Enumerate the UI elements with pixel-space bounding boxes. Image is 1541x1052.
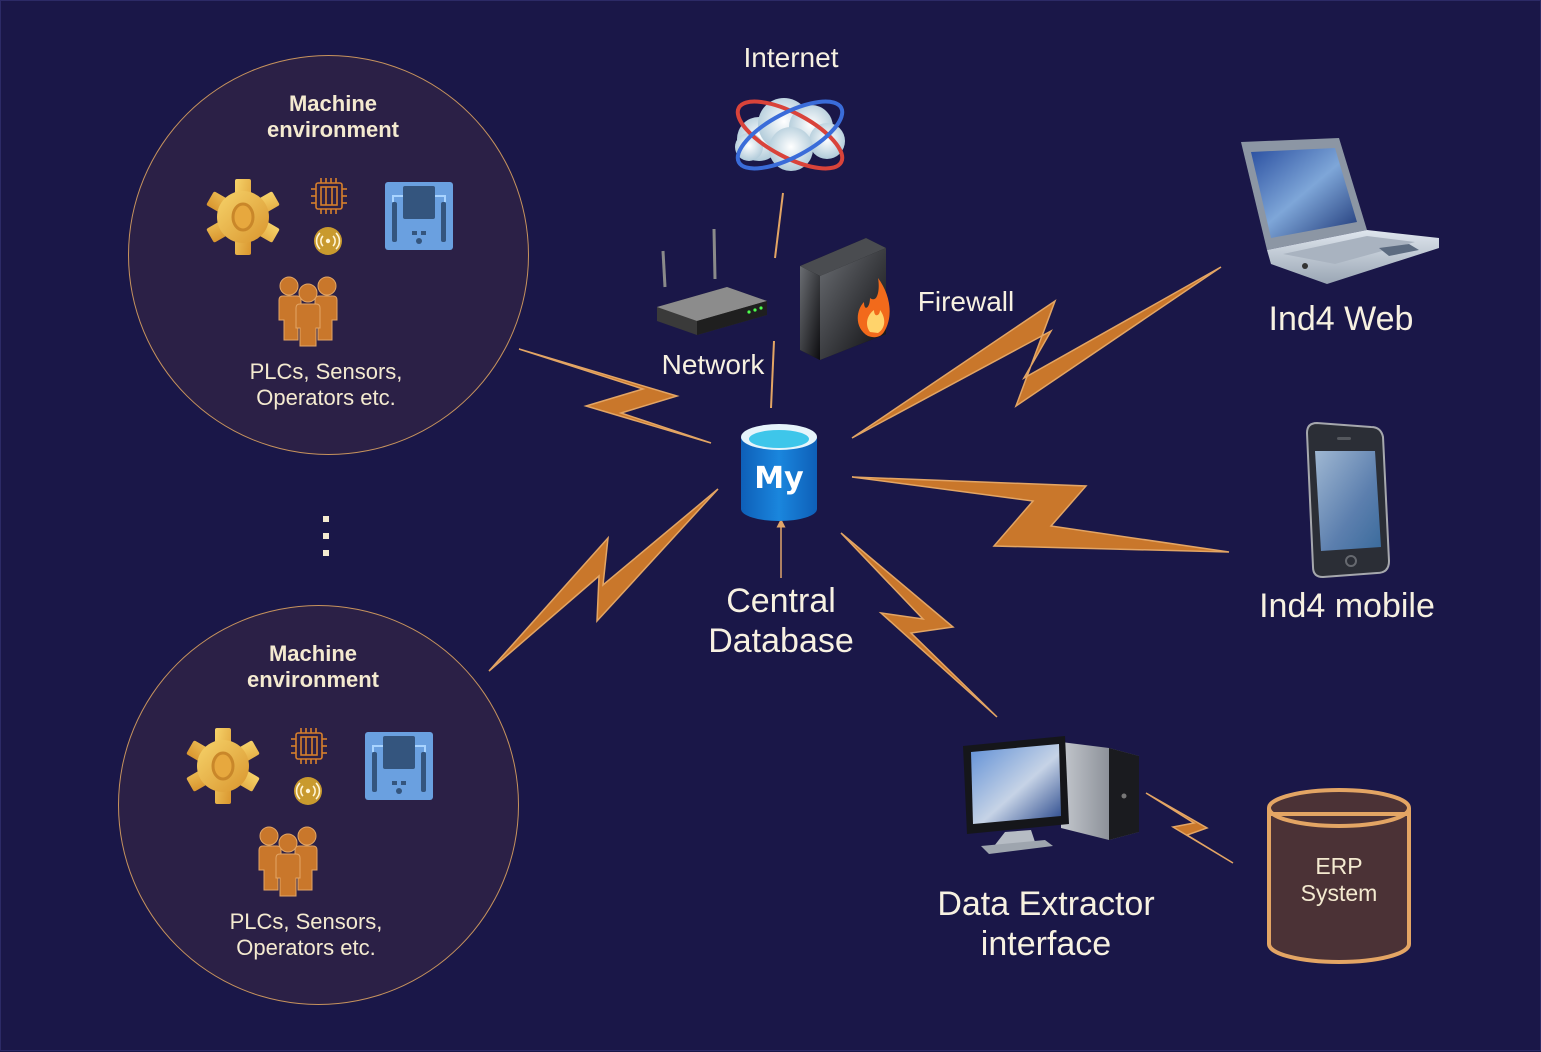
machine-environment-2-title: Machine environment (213, 641, 413, 693)
smartphone-icon[interactable] (1303, 421, 1391, 579)
label-line-2: interface (980, 925, 1112, 964)
title-line-2: environment (246, 666, 380, 692)
label-line-1: ERP (1315, 853, 1363, 879)
cloud-globe-icon[interactable] (729, 89, 851, 179)
plc-device-icon (365, 732, 433, 800)
caption-line-2: Operators etc. (256, 384, 396, 410)
caption-line-2: Operators etc. (236, 934, 376, 960)
chip-icon (291, 728, 327, 764)
lightning-bolt-env2 (488, 488, 719, 672)
plc-device-icon (385, 182, 453, 250)
internet-label: Internet (743, 42, 839, 73)
laptop-icon[interactable] (1239, 138, 1441, 286)
ind4-web-label: Ind4 Web (1268, 300, 1414, 338)
lightning-bolt-extractor (840, 532, 998, 718)
machine-environment-1[interactable] (128, 55, 529, 455)
title-line-1: Machine (288, 91, 378, 116)
lightning-bolt-mobile (851, 476, 1230, 553)
operators-group-icon (258, 826, 318, 897)
gear-icon (186, 728, 260, 804)
gear-icon (206, 179, 280, 255)
erp-system-label: ERP System (1269, 853, 1409, 907)
central-database-label: Central Database (681, 581, 881, 661)
caption-line-1: PLCs, Sensors, (249, 359, 403, 384)
caption-line-1: PLCs, Sensors, (229, 909, 383, 934)
machine-environment-1-caption: PLCs, Sensors, Operators etc. (226, 359, 426, 411)
label-line-2: System (1300, 880, 1378, 907)
title-line-2: environment (266, 116, 400, 142)
machine-environment-1-title: Machine environment (233, 91, 433, 143)
label-line-1: Data Extractor (937, 885, 1155, 923)
network-database-line (770, 340, 775, 409)
database-cylinder-icon[interactable] (1265, 788, 1413, 966)
lightning-bolt-erp (1145, 792, 1234, 864)
machine-environment-2-caption: PLCs, Sensors, Operators etc. (206, 909, 406, 961)
more-environments-ellipsis (323, 516, 333, 556)
internet-network-line (774, 192, 784, 259)
label-line-1: Central (726, 582, 836, 620)
mysql-database-icon[interactable]: My (739, 421, 819, 525)
firewall-label: Firewall (917, 286, 1015, 317)
data-extractor-label: Data Extractor interface (906, 884, 1186, 964)
wireless-sensor-icon (294, 777, 322, 805)
lightning-bolt-env1 (518, 348, 712, 444)
firewall-icon[interactable] (798, 238, 898, 360)
machine-environment-2[interactable] (118, 605, 519, 1005)
operators-group-icon (278, 276, 338, 347)
mysql-logo-text: My (754, 461, 804, 496)
ind4-mobile-label: Ind4 mobile (1259, 587, 1435, 625)
label-line-2: Database (708, 622, 854, 661)
title-line-1: Machine (268, 641, 358, 666)
desktop-computer-icon[interactable] (961, 736, 1141, 854)
wireless-sensor-icon (314, 227, 342, 255)
chip-icon (311, 178, 347, 214)
router-icon[interactable] (653, 228, 771, 341)
network-label: Network (661, 349, 765, 380)
lightning-bolt-web (851, 266, 1222, 439)
